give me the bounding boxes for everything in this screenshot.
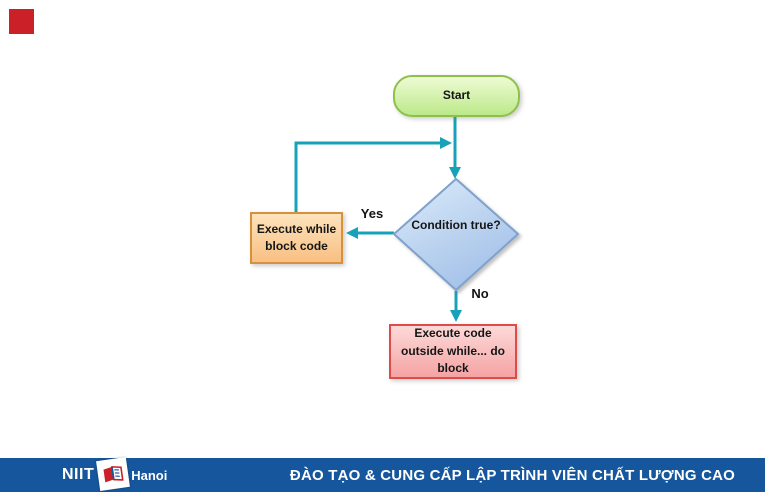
- niit-hanoi-logo: NIIT Hanoi: [62, 457, 168, 492]
- footer-slogan: ĐÀO TẠO & CUNG CẤP LẬP TRÌNH VIÊN CHẤT L…: [289, 466, 736, 484]
- start-node-label: Start: [442, 88, 471, 103]
- arrowhead-into-outside-box: [450, 310, 462, 322]
- yes-edge-label: Yes: [360, 206, 384, 221]
- brand-niit-text: NIIT: [62, 466, 95, 483]
- arrowhead-into-condition-top: [449, 167, 461, 179]
- edge-while-loop-back: [294, 141, 440, 212]
- condition-diamond: [392, 177, 520, 292]
- outside-block-node-label: Execute code outside while... do block: [400, 326, 505, 376]
- start-node: Start: [393, 75, 520, 117]
- brand-city-text: Hanoi: [131, 467, 168, 483]
- condition-node-label: Condition true?: [411, 218, 501, 232]
- arrowhead-into-while-box: [346, 227, 358, 239]
- arrowhead-loop-right: [440, 137, 452, 149]
- red-square-decoration: [9, 9, 34, 34]
- while-block-node: Execute while block code: [250, 212, 343, 264]
- no-edge-label: No: [471, 286, 489, 301]
- outside-block-node: Execute code outside while... do block: [389, 324, 517, 379]
- while-block-node-label: Execute while block code: [256, 221, 337, 253]
- footer-banner: NIIT Hanoi ĐÀO TẠO & CUNG CẤP LẬP TRÌNH …: [0, 457, 765, 492]
- niit-book-icon: [96, 457, 131, 491]
